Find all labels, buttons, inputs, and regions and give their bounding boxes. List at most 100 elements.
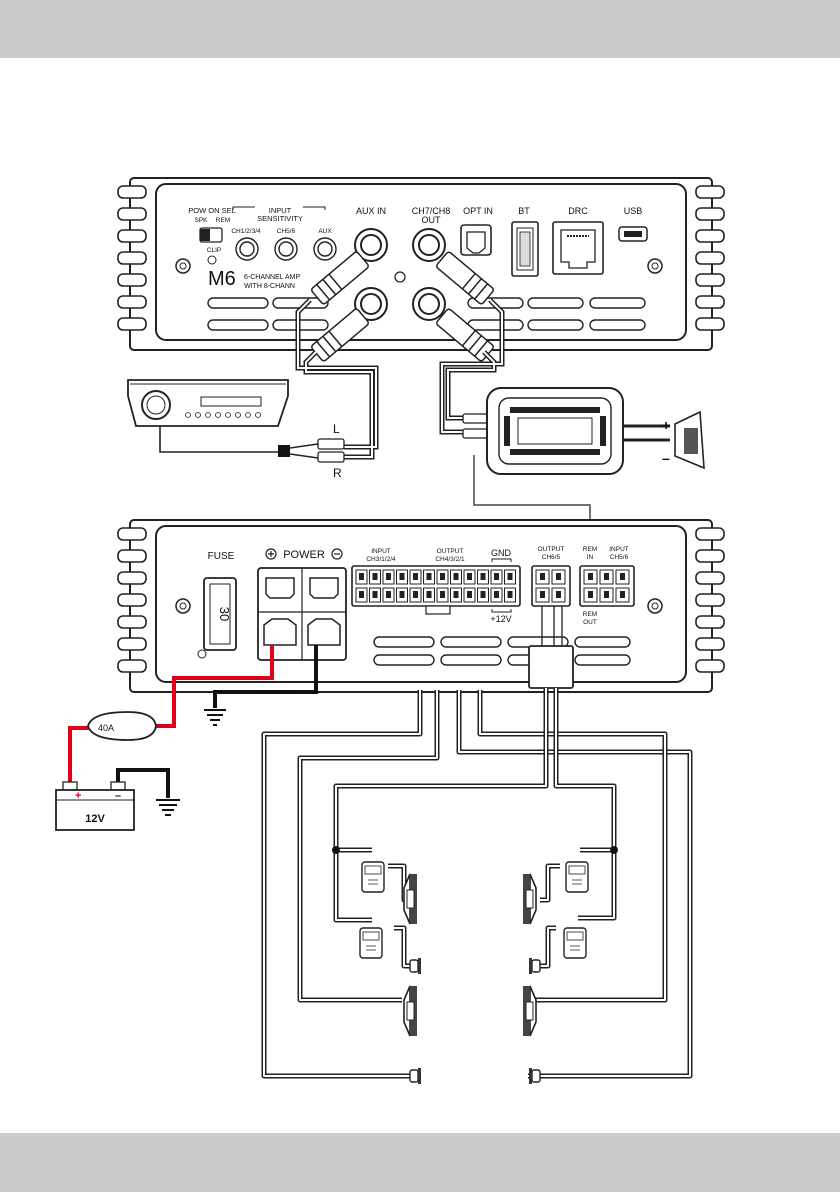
connector-pin xyxy=(552,570,565,584)
rem-in-label-2: IN xyxy=(587,554,594,561)
speaker-minus-label: – xyxy=(662,450,670,466)
ch78-out-label-2: OUT xyxy=(422,215,442,225)
connector-pin xyxy=(464,588,475,602)
output-ch-label-2: CH4/3/2/1 xyxy=(435,556,465,563)
connector-pin xyxy=(505,570,516,584)
input-ch-label-2: CH3/1/2/4 xyxy=(366,556,396,563)
connector-pin xyxy=(491,570,502,584)
power-plus-terminal[interactable] xyxy=(264,619,296,645)
speaker-icon xyxy=(523,874,536,924)
crossover-icon xyxy=(360,928,382,958)
battery-plus-label: + xyxy=(75,790,81,802)
connector-pin xyxy=(600,570,613,584)
connector-pin xyxy=(552,588,565,602)
aux-label: AUX xyxy=(318,228,332,235)
tweeter-icon xyxy=(410,1068,421,1084)
spk-label: SPK xyxy=(194,217,208,224)
tweeter-icon xyxy=(410,958,421,974)
connector-pin xyxy=(424,588,435,602)
connector-pin xyxy=(584,570,597,584)
amplifier-top-panel: POW ON SEL SPK REM CLIP INPUT SENSITIVIT… xyxy=(118,178,724,350)
connector-pin xyxy=(600,588,613,602)
connector-pin xyxy=(397,588,408,602)
crossover-icon xyxy=(362,862,384,892)
ch1234-label: CH1/2/3/4 xyxy=(231,228,261,235)
input-ch-label-1: INPUT xyxy=(371,548,391,555)
connector-pin xyxy=(491,588,502,602)
speaker-wiring xyxy=(264,688,690,1076)
clip-led xyxy=(208,256,216,264)
plus-circle-icon xyxy=(266,549,276,559)
input56-label-2: CH5/6 xyxy=(610,554,629,561)
connector-pin xyxy=(464,570,475,584)
inline-fuse-40a: 40A xyxy=(88,712,156,740)
connector-pin xyxy=(370,570,381,584)
ch56-label: CH5/6 xyxy=(277,228,296,235)
power-minus-terminal[interactable] xyxy=(308,619,340,645)
connector-pin xyxy=(478,570,489,584)
connector-pin xyxy=(383,588,394,602)
speaker-icon xyxy=(404,874,417,924)
minus-circle-icon xyxy=(332,549,342,559)
tweeter-icon xyxy=(529,958,540,974)
model-desc-1: 6-CHANNEL AMP xyxy=(244,274,300,281)
connector-pin xyxy=(410,570,421,584)
output56-plug xyxy=(529,646,573,688)
connector-pin xyxy=(410,588,421,602)
rem-label: REM xyxy=(216,217,230,224)
speaker-icon xyxy=(523,986,536,1036)
power-label: POWER xyxy=(283,549,325,561)
tweeter-icon xyxy=(529,1068,540,1084)
rem-out-label-1: REM xyxy=(583,611,597,618)
connector-pin xyxy=(451,570,462,584)
connector-pin xyxy=(616,588,629,602)
rem-out-label-2: OUT xyxy=(583,619,597,626)
connector-pin xyxy=(397,570,408,584)
usb-label: USB xyxy=(624,206,643,216)
drc-label: DRC xyxy=(568,206,588,216)
opt-in-label: OPT IN xyxy=(463,206,493,216)
inline-fuse-label: 40A xyxy=(98,723,114,733)
crossover-icon xyxy=(564,928,586,958)
output-ch-label-1: OUTPUT xyxy=(437,548,464,555)
connector-pin xyxy=(536,588,549,602)
fuse-value: 30 xyxy=(217,607,232,621)
connector-pin xyxy=(451,588,462,602)
battery-ground-icon xyxy=(156,800,180,815)
plus12v-label: +12V xyxy=(490,614,511,624)
battery-minus-label: – xyxy=(115,790,121,802)
aux-in-label: AUX IN xyxy=(356,206,386,216)
connector-pin xyxy=(370,588,381,602)
connector-pin xyxy=(584,588,597,602)
model-label: M6 xyxy=(208,268,236,290)
right-channel-label: R xyxy=(333,466,342,480)
left-channel-label: L xyxy=(333,422,340,436)
battery: + – 12V xyxy=(56,782,134,830)
crossover-icon xyxy=(566,862,588,892)
speaker-icon xyxy=(404,986,417,1036)
input-sensitivity-label-2: SENSITIVITY xyxy=(257,214,303,223)
gnd-label: GND xyxy=(491,548,512,558)
connector-pin xyxy=(424,570,435,584)
speaker-plus-label: + xyxy=(662,417,670,433)
bt-label: BT xyxy=(518,206,530,216)
connector-pin xyxy=(478,588,489,602)
output56-label-1: OUTPUT xyxy=(538,546,565,553)
connector-pin xyxy=(437,588,448,602)
rem-in-label-1: REM xyxy=(583,546,597,553)
pow-on-sel-label: POW ON SEL xyxy=(188,206,236,215)
connector-pin xyxy=(356,570,367,584)
speakers-and-crossovers xyxy=(360,862,588,1084)
clip-label: CLIP xyxy=(207,247,221,254)
connector-pin xyxy=(616,570,629,584)
output56-label-2: CH6/5 xyxy=(542,554,561,561)
connector-pin xyxy=(505,588,516,602)
battery-voltage-label: 12V xyxy=(85,813,105,825)
input56-label-1: INPUT xyxy=(609,546,629,553)
ground-symbol-icon xyxy=(204,710,226,725)
amplifier-bottom-panel: FUSE 30 POWER INPUT CH3/1/2/4 OUTPUT CH4… xyxy=(118,520,724,692)
connector-pin xyxy=(356,588,367,602)
head-unit: L R xyxy=(128,380,344,480)
fuse-label: FUSE xyxy=(208,551,235,562)
